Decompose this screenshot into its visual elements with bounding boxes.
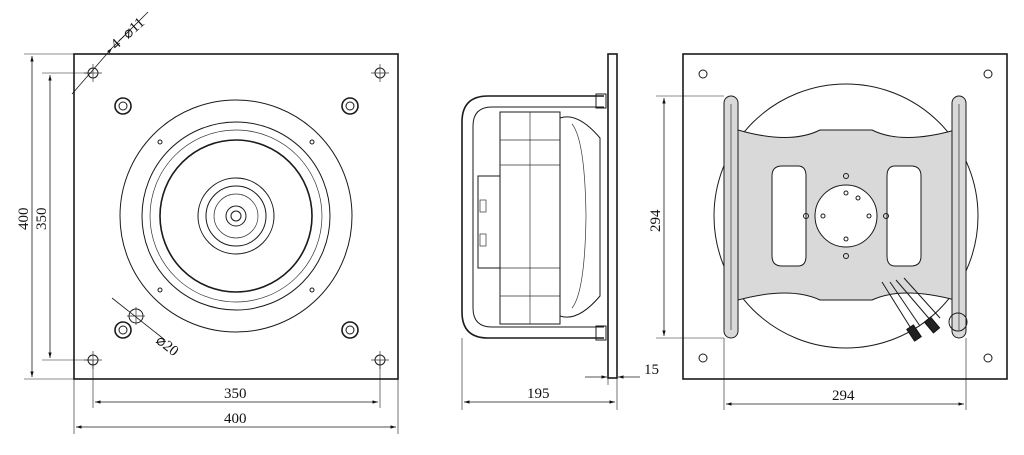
rear-cables [881, 277, 941, 342]
side-view: 195 15 [461, 53, 659, 410]
mount-hole [843, 236, 849, 242]
nut-bottom-right [341, 321, 359, 339]
mount-hole [820, 213, 826, 219]
inlet-ring-outer [119, 99, 353, 333]
bracket-top [595, 93, 607, 109]
hub-outer [197, 177, 275, 255]
dim-350-vertical: 350 [34, 208, 50, 231]
hole-callout-leader [71, 47, 113, 95]
rear-hole-top-left [698, 69, 708, 79]
frame-hole [843, 253, 849, 259]
terminal-clip [479, 233, 487, 247]
inlet-ring-3 [149, 129, 323, 303]
mounting-hole-top-right [371, 64, 389, 82]
bracket-bottom [595, 325, 607, 341]
front-view: ⌀20 4−⌀11 400 350 350 400 [16, 11, 399, 434]
ring-screw [309, 287, 315, 293]
dim-400-vertical: 400 [16, 208, 32, 231]
dim-195: 195 [527, 386, 550, 402]
mount-hole [866, 213, 872, 219]
hole-callout: 4−⌀11 [108, 15, 148, 53]
nut-top-right [341, 97, 359, 115]
flange-plate [607, 53, 618, 379]
mount-hole [843, 190, 849, 196]
rear-motor-mount [814, 184, 878, 248]
rear-hole-bottom-right [983, 353, 993, 363]
dim-294-horizontal: 294 [832, 388, 855, 404]
dim-15: 15 [644, 362, 659, 378]
impeller-side [559, 116, 601, 318]
terminal-clip [479, 199, 487, 213]
cable-gland [948, 312, 968, 332]
rear-hole-top-right [983, 69, 993, 79]
rear-hole-bottom-left [698, 353, 708, 363]
tube-frame [461, 95, 604, 339]
ring-screw [157, 139, 163, 145]
impeller-ring [159, 139, 313, 293]
hub-inner [205, 185, 267, 247]
inlet-ring-2 [141, 121, 331, 311]
dim-294-vertical: 294 [648, 209, 664, 232]
shaft-inner [230, 210, 242, 222]
dim-350-horizontal: 350 [224, 386, 247, 402]
rear-view: 294 294 [648, 53, 1008, 410]
rear-housing [713, 83, 979, 349]
front-panel [73, 53, 399, 380]
rear-panel [682, 53, 1008, 380]
shaft-outer [225, 205, 247, 227]
terminal-box [477, 175, 501, 269]
frame-hole [883, 213, 889, 219]
rear-opening-left [771, 165, 807, 267]
hub-ring [213, 193, 259, 239]
dim-400-horizontal: 400 [224, 411, 247, 427]
ring-screw [157, 287, 163, 293]
ring-screw [309, 139, 315, 145]
frame-hole [843, 173, 849, 179]
center-marker [111, 297, 166, 341]
mount-hole [855, 195, 861, 201]
center-callout: ⌀20 [153, 333, 182, 360]
rear-opening-right [886, 165, 922, 267]
frame-hole [803, 213, 809, 219]
nut-bottom-left [114, 321, 132, 339]
nut-top-left [114, 97, 132, 115]
